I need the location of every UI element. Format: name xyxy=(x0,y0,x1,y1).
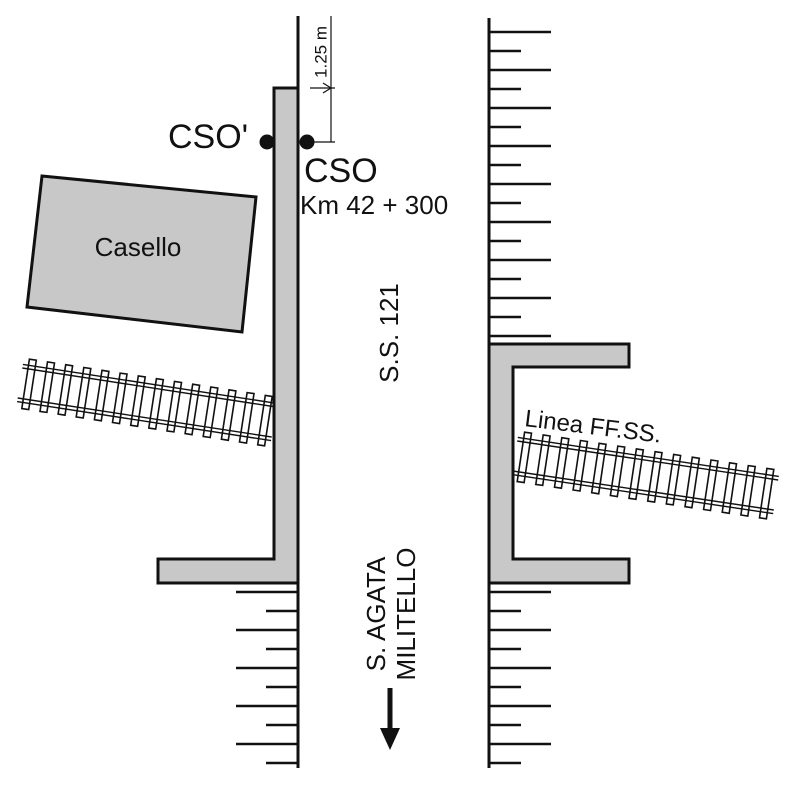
track-rail xyxy=(16,400,272,442)
track-sleeper xyxy=(702,459,719,512)
track-sleeper xyxy=(57,363,74,417)
track-sleeper xyxy=(220,388,237,442)
track-sleeper xyxy=(111,372,128,425)
track-sleeper xyxy=(758,467,775,520)
track-rail xyxy=(22,363,278,405)
right-edge-ticks-bottom xyxy=(489,590,551,765)
track-sleeper xyxy=(646,450,663,504)
track-rail xyxy=(22,367,277,408)
track-sleeper xyxy=(721,461,738,515)
track-sleeper xyxy=(609,445,626,498)
left-barrier-wall xyxy=(156,86,300,585)
track-sleeper xyxy=(129,374,147,428)
road-label: S.S. 121 xyxy=(374,283,404,383)
track-sleeper xyxy=(256,394,274,447)
track-sleeper xyxy=(553,436,570,490)
track-sleeper xyxy=(147,377,165,431)
track-sleeper xyxy=(75,366,92,419)
track-rail xyxy=(17,397,272,438)
right-barrier-wall xyxy=(487,342,631,585)
track-sleeper xyxy=(166,380,183,433)
track-sleeper xyxy=(20,358,38,411)
track-rail xyxy=(517,436,779,478)
track-rail xyxy=(512,473,774,515)
cso-label: CSO xyxy=(304,152,378,190)
track-sleeper xyxy=(572,439,589,492)
casello-building xyxy=(25,174,258,334)
track-sleeper xyxy=(590,442,607,495)
dimension-marker xyxy=(310,16,335,143)
direction-label-line1: S. AGATA xyxy=(361,556,391,671)
track-sleeper xyxy=(39,360,56,414)
railway-track-right xyxy=(512,431,779,520)
track-rail xyxy=(517,440,779,481)
track-sleeper xyxy=(238,391,255,445)
track-sleeper xyxy=(684,456,701,509)
dimension-label: 1.25 m xyxy=(311,26,330,78)
track-sleeper xyxy=(516,431,533,484)
km-label: Km 42 + 300 xyxy=(300,190,448,220)
railway-track-left xyxy=(16,358,278,447)
casello-label: Casello xyxy=(95,232,182,262)
track-sleeper xyxy=(202,386,219,439)
track-sleeper xyxy=(534,433,552,487)
track-sleeper xyxy=(93,369,110,422)
cso-prime-label: CSO' xyxy=(168,118,248,156)
track-rail xyxy=(512,470,774,511)
left-edge-ticks-bottom xyxy=(236,590,298,765)
track-sleeper xyxy=(628,447,645,501)
direction-label-line2: MILITELLO xyxy=(391,548,421,681)
track-sleeper xyxy=(184,383,201,436)
direction-arrow-down xyxy=(380,688,400,750)
track-sleeper xyxy=(739,464,757,518)
cso-point xyxy=(299,134,315,150)
cso-prime-point xyxy=(259,134,275,150)
right-edge-ticks-top xyxy=(489,30,551,338)
track-sleeper xyxy=(665,453,682,506)
